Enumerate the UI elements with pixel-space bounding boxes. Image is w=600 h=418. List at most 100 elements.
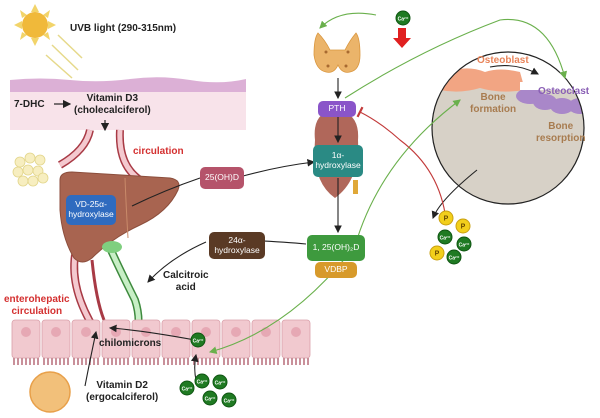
microvillus	[145, 358, 147, 365]
microvillus	[209, 358, 211, 365]
epithelial-cell	[41, 319, 71, 359]
pth-box: PTH	[318, 101, 356, 117]
svg-text:Ca²⁺: Ca²⁺	[182, 387, 193, 393]
microvillus	[29, 358, 31, 365]
phosphate-ion: P	[455, 218, 471, 234]
microvillus	[213, 358, 215, 365]
microvillus	[171, 358, 173, 365]
microvillus	[253, 358, 255, 365]
calcium-ion: Ca²⁺	[395, 10, 411, 26]
bile-duct	[106, 246, 143, 331]
vd-25a-hydroxylase-box: VD-25α-hydroxylase	[66, 195, 116, 225]
microvillus	[153, 358, 155, 365]
microvillus	[277, 358, 279, 365]
microvillus	[97, 358, 99, 365]
microvillus	[217, 358, 219, 365]
calcium-ion: Ca²⁺	[212, 374, 228, 390]
microvillus	[103, 358, 105, 365]
microvillus	[111, 358, 113, 365]
microvillus	[107, 358, 109, 365]
microvillus	[257, 358, 259, 365]
microvillus	[149, 358, 151, 365]
svg-text:Ca²⁺: Ca²⁺	[193, 339, 204, 345]
intestinal-epithelium	[11, 319, 311, 413]
liver-icon	[59, 171, 180, 263]
microvillus	[37, 358, 39, 365]
microvillus	[67, 358, 69, 365]
microvillus	[265, 358, 267, 365]
skin-layer	[10, 77, 246, 130]
adipose-tissue-icon	[12, 152, 49, 187]
calcium-ion: Ca²⁺	[456, 236, 472, 252]
svg-text:Ca²⁺: Ca²⁺	[398, 17, 409, 23]
microvillus	[141, 358, 143, 365]
microvillus	[175, 358, 177, 365]
vitamin-d3-label: Vitamin D3 (cholecalciferol)	[74, 93, 151, 116]
microvillus	[307, 358, 309, 365]
cell-nucleus	[171, 327, 181, 337]
microvillus	[13, 358, 15, 365]
microvillus	[119, 358, 121, 365]
enterohepatic-circulation-label: enterohepatic circulation	[4, 294, 70, 317]
microvillus	[247, 358, 249, 365]
microvillus	[137, 358, 139, 365]
microvillus	[183, 358, 185, 365]
osteoclast-label: Osteoclast	[538, 86, 590, 97]
microvillus	[17, 358, 19, 365]
vitamin-d2-label: Vitamin D2 (ergocalciferol)	[86, 380, 159, 403]
microvillus	[243, 358, 245, 365]
microvillus	[231, 358, 233, 365]
microvillus	[295, 358, 297, 365]
thyroid-gland-icon	[313, 32, 361, 73]
microvillus	[21, 358, 23, 365]
calcitroic-acid-label: Calcitroic acid	[163, 270, 209, 293]
1-25-oh2-d-box: 1, 25(OH)₂D	[307, 235, 365, 261]
decrease-arrow-icon	[393, 28, 411, 48]
svg-text:Ca²⁺: Ca²⁺	[440, 236, 451, 242]
svg-text:Ca²⁺: Ca²⁺	[197, 380, 208, 386]
25-oh-d-box: 25(OH)D	[200, 167, 244, 189]
svg-text:Ca²⁺: Ca²⁺	[449, 256, 460, 262]
microvillus	[287, 358, 289, 365]
microvillus	[235, 358, 237, 365]
svg-text:P: P	[435, 251, 440, 258]
epithelial-cell	[71, 319, 101, 359]
microvillus	[59, 358, 61, 365]
microvillus	[283, 358, 285, 365]
microvillus	[167, 358, 169, 365]
calcium-ion: Ca²⁺	[437, 229, 453, 245]
microvillus	[269, 358, 271, 365]
microvillus	[93, 358, 95, 365]
osteoblast-label: Osteoblast	[477, 55, 529, 66]
cell-nucleus	[231, 327, 241, 337]
microvillus	[115, 358, 117, 365]
microvillus	[133, 358, 135, 365]
vitamin-d2-food-icon	[29, 371, 71, 413]
calcium-ion: Ca²⁺	[221, 392, 237, 408]
cell-nucleus	[21, 327, 31, 337]
microvillus	[201, 358, 203, 365]
microvillus	[291, 358, 293, 365]
cell-nucleus	[51, 327, 61, 337]
ion-group: Ca²⁺PPCa²⁺Ca²⁺PCa²⁺Ca²⁺Ca²⁺Ca²⁺Ca²⁺Ca²⁺C…	[179, 10, 472, 408]
microvillus	[299, 358, 301, 365]
microvillus	[63, 358, 65, 365]
osteoblast-layer	[432, 67, 525, 92]
microvillus	[55, 358, 57, 365]
microvillus	[179, 358, 181, 365]
circulation-label: circulation	[133, 146, 184, 157]
pathway-arrows	[84, 12, 568, 387]
phosphate-ion: P	[438, 210, 454, 226]
cell-nucleus	[201, 327, 211, 337]
svg-text:Ca²⁺: Ca²⁺	[215, 381, 226, 387]
microvillus	[197, 358, 199, 365]
7-dhc-label: 7-DHC	[14, 99, 45, 110]
microvillus	[187, 358, 189, 365]
svg-text:Ca²⁺: Ca²⁺	[459, 243, 470, 249]
microvillus	[77, 358, 79, 365]
microvillus	[303, 358, 305, 365]
microvillus	[47, 358, 49, 365]
calcium-ion: Ca²⁺	[179, 380, 195, 396]
uv-rays	[45, 34, 83, 79]
